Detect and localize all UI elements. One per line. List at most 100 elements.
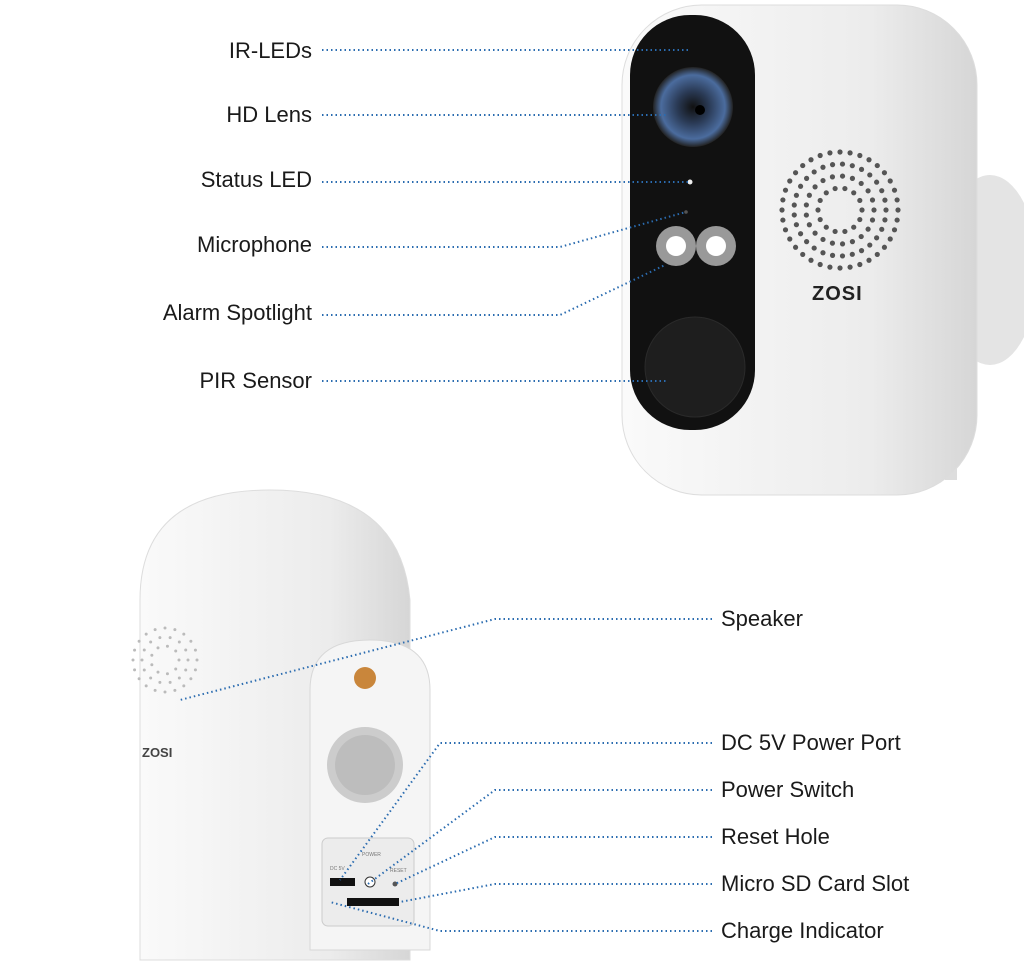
speaker-hole [144,684,148,688]
speaker-hole [832,185,838,192]
speaker-hole [158,680,162,684]
speaker-hole [815,207,821,213]
speaker-hole [820,250,826,256]
speaker-hole [866,257,872,263]
speaker-hole [806,222,812,228]
speaker-hole [142,668,146,672]
speaker-hole [174,649,178,653]
speaker-hole [804,175,810,181]
speaker-hole [812,230,818,236]
speaker-hole [857,261,863,268]
label-status-led: Status LED [200,167,312,192]
speaker-hole [184,648,188,652]
speaker-hole [793,222,800,228]
speaker-hole [153,688,157,692]
speaker-hole [839,253,846,259]
speaker-hole [133,668,137,672]
speaker-hole [881,170,888,176]
speaker-hole [168,680,172,684]
speaker-hole [791,202,797,208]
speaker-hole [177,676,181,680]
speaker-hole [867,172,873,178]
speaker-hole [803,202,809,208]
speaker-hole [887,236,893,242]
speaker-hole [865,226,871,232]
speaker-hole [858,248,865,254]
speaker-hole [867,242,873,248]
back-camera [131,489,431,961]
port-mark-reset: RESET [390,868,407,874]
speaker-hole [829,162,836,168]
speaker-hole [779,207,785,213]
label-reset-hole: Reset Hole [721,824,830,849]
speaker-hole [879,226,885,232]
speaker-hole [839,173,846,179]
speaker-hole [158,636,162,640]
speaker-hole [780,217,786,223]
speaker-hole [806,192,812,198]
speaker-hole [879,188,885,194]
speaker-hole [869,217,876,223]
speaker-hole [165,644,169,648]
speaker-hole [133,648,137,652]
speaker-hole [153,628,157,632]
speaker-hole [797,231,804,237]
speaker-hole [851,224,857,230]
speaker-hole [142,648,146,652]
mount-screw [354,667,376,689]
leader-line [339,742,712,881]
speaker-hole [829,240,836,246]
speaker-hole [791,212,797,218]
speaker-hole [891,187,898,193]
speaker-hole [847,264,853,270]
speaker-hole [851,190,857,196]
speaker-hole [858,166,865,172]
speaker-hole [149,676,153,680]
speaker-hole [189,677,193,681]
speaker-hole [881,244,888,250]
speaker-hole [858,180,864,187]
speaker-hole [839,161,846,167]
label-microphone: Microphone [197,232,312,257]
speaker-hole [156,646,160,650]
speaker-hole [173,688,177,692]
leader-line [329,901,712,932]
speaker-hole [787,236,793,242]
speaker-hole [803,212,809,218]
speaker-hole [874,251,880,258]
speaker-hole [195,658,199,662]
speaker-hole [808,157,814,163]
speaker-hole [163,690,167,694]
speaker-hole [869,197,876,203]
speaker-hole [140,658,144,662]
label-pir-sensor: PIR Sensor [199,368,313,393]
power-switch [364,876,376,888]
speaker-hole [811,169,817,175]
speaker-hole [182,632,186,636]
pir-sensor [644,316,746,418]
leader-line [322,264,666,316]
speaker-hole [820,236,826,243]
label-speaker: Speaker [721,606,803,631]
speaker-hole [837,265,843,271]
label-alarm-spotlight: Alarm Spotlight [162,300,312,325]
speaker-hole [871,207,877,213]
brand-logo-back: ZOSI [142,745,173,760]
leader-line [394,836,712,885]
speaker-hole [832,228,838,235]
speaker-hole [817,261,823,268]
brand-logo-front: ZOSI [812,283,863,305]
speaker-hole [894,197,900,203]
speaker-hole [189,639,193,643]
speaker-hole [150,653,154,657]
speaker-hole [792,170,799,176]
speaker-hole [849,239,856,245]
speaker-hole [823,190,829,196]
speaker-hole [144,632,148,636]
speaker-hole [817,197,823,204]
speaker-hole [182,684,186,688]
sd-slot [347,898,399,906]
label-dc-power-port: DC 5V Power Port [721,730,901,755]
speaker-hole [173,628,177,632]
speaker-hole [882,217,888,223]
